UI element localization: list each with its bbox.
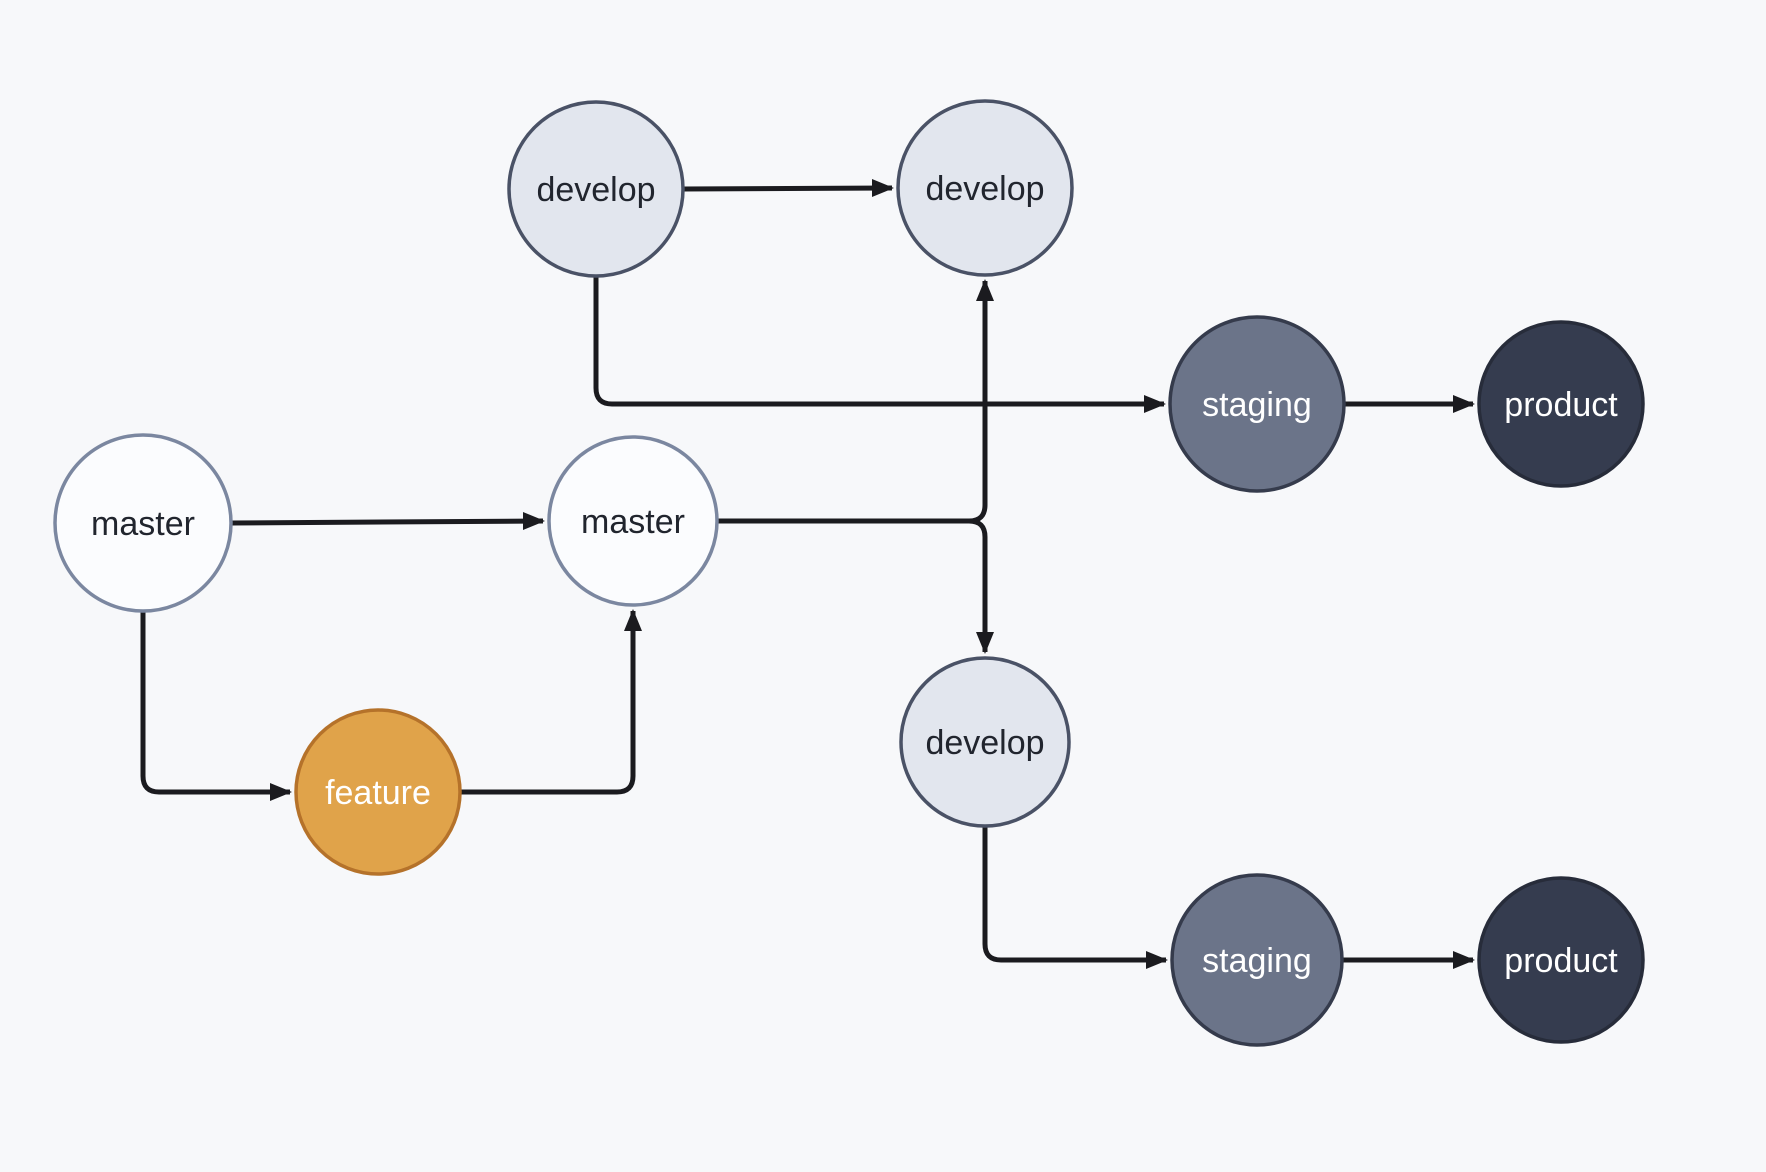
node-feature-1[interactable]: feature — [294, 708, 462, 876]
node-circle-master-1[interactable] — [53, 433, 233, 613]
node-circle-product-2[interactable] — [1477, 876, 1645, 1044]
node-product-1[interactable]: product — [1477, 320, 1645, 488]
node-circle-develop-3[interactable] — [899, 656, 1071, 828]
node-circle-develop-1[interactable] — [507, 100, 685, 278]
node-layer: master master feature develop develop develop… — [53, 99, 1645, 1047]
arrowhead-develop1-to-staging1 — [1144, 395, 1166, 413]
arrowhead-master2-to-develop3 — [976, 632, 994, 654]
arrowhead-develop1-to-develop2 — [872, 179, 894, 197]
edge-develop1-to-develop2 — [682, 185, 893, 192]
node-master-1[interactable]: master — [53, 433, 233, 613]
arrowhead-master1-to-feature — [270, 783, 292, 801]
arrowhead-develop3-to-staging2 — [1146, 951, 1168, 969]
arrowhead-feature-to-master2 — [624, 609, 642, 631]
node-develop-2[interactable]: develop — [896, 99, 1074, 277]
arrowhead-staging2-to-product2 — [1453, 951, 1475, 969]
node-staging-1[interactable]: staging — [1168, 315, 1346, 493]
edge-develop1-to-staging1 — [593, 276, 1164, 407]
node-product-2[interactable]: product — [1477, 876, 1645, 1044]
node-develop-1[interactable]: develop — [507, 100, 685, 278]
edge-master1-to-feature — [140, 611, 290, 795]
edge-master1-to-master2 — [230, 518, 544, 526]
node-develop-3[interactable]: develop — [899, 656, 1071, 828]
node-circle-staging-1[interactable] — [1168, 315, 1346, 493]
arrowhead-master2-to-develop2 — [976, 279, 994, 301]
node-circle-staging-2[interactable] — [1170, 873, 1344, 1047]
edge-layer — [140, 179, 1475, 969]
node-circle-product-1[interactable] — [1477, 320, 1645, 488]
node-circle-feature-1[interactable] — [294, 708, 462, 876]
arrowhead-staging1-to-product1 — [1453, 395, 1475, 413]
arrowhead-master1-to-master2 — [523, 512, 545, 530]
edge-feature-to-master2 — [460, 611, 636, 795]
edge-master2-to-develop3 — [717, 518, 988, 652]
node-staging-2[interactable]: staging — [1170, 873, 1344, 1047]
node-master-2[interactable]: master — [547, 435, 719, 607]
node-circle-master-2[interactable] — [547, 435, 719, 607]
edge-develop3-to-staging2 — [982, 826, 1166, 963]
node-circle-develop-2[interactable] — [896, 99, 1074, 277]
edge-master2-to-develop2 — [717, 281, 988, 524]
